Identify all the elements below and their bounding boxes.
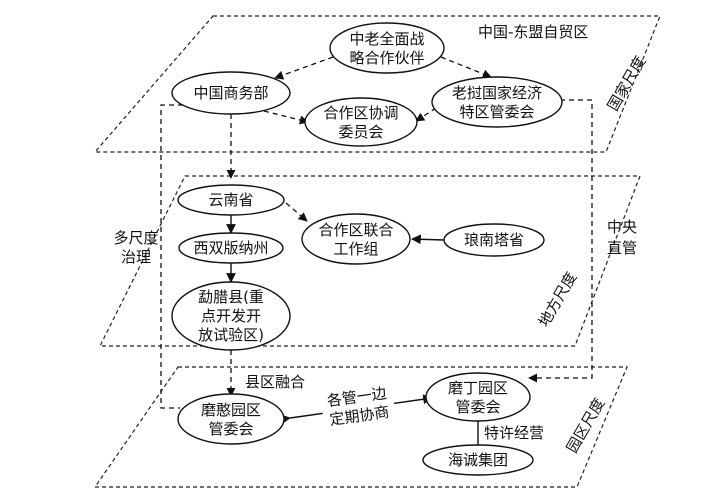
svg-text:海诚集团: 海诚集团 (448, 451, 508, 469)
svg-text:勐腊县(重: 勐腊县(重 (198, 288, 264, 306)
yunnan-to-joint-group-arrow (285, 202, 308, 222)
park-scale-plane (93, 366, 628, 488)
multiscale-governance-label: 多尺度 (113, 229, 158, 247)
franchise-label: 特许经营 (484, 424, 544, 442)
partnership-node: 中老全面战 略合作伙伴 (329, 22, 445, 74)
svg-text:磨丁园区: 磨丁园区 (448, 379, 508, 397)
luang-namtha-node: 琅南塔省 (443, 223, 545, 257)
svg-text:磨憨园区: 磨憨园区 (201, 401, 261, 419)
coop-committee-node: 合作区协调 委员会 (304, 97, 418, 147)
svg-text:委员会: 委员会 (338, 123, 383, 141)
svg-text:点开发开: 点开发开 (201, 307, 261, 325)
mohan-node: 磨憨园区 管委会 (177, 393, 285, 445)
laos-zone-node: 老挝国家经济 特区管委会 (431, 76, 563, 128)
mofcom-to-coop-committee-arrow (263, 110, 309, 125)
haicheng-node: 海诚集团 (422, 444, 534, 476)
partnership-to-mofcom-arrow (274, 56, 334, 80)
svg-text:琅南塔省: 琅南塔省 (464, 231, 524, 249)
svg-text:中国商务部: 中国商务部 (193, 84, 268, 102)
svg-text:放试验区): 放试验区) (198, 326, 264, 344)
partnership-to-laos-zone-arrow (440, 56, 492, 79)
county-merge-label: 县区融合 (245, 373, 305, 391)
joint-group-node: 合作区联合 工作组 (301, 213, 411, 265)
central-direct-label-line2: 直管 (607, 239, 637, 257)
svg-text:合作区联合: 合作区联合 (318, 221, 393, 239)
park-scale-label: 园区尺度 (563, 395, 609, 456)
luang-namtha-to-joint-group-arrow (411, 234, 445, 245)
negotiation-label: 各管一边 定期协商 (319, 380, 397, 430)
central-direct-management-arrow (528, 99, 593, 383)
xishuangbanna-node: 西双版纳州 (178, 232, 284, 264)
svg-text:中老全面战: 中老全面战 (349, 30, 424, 48)
svg-text:管委会: 管委会 (455, 398, 500, 416)
multiscale-bracket-line (160, 104, 192, 409)
national-plane-title: 中国-东盟自贸区 (478, 23, 588, 41)
svg-text:合作区协调: 合作区协调 (323, 104, 398, 122)
central-direct-label: 中央 (607, 218, 637, 236)
yunnan-node: 云南省 (177, 184, 285, 216)
svg-text:特区管委会: 特区管委会 (459, 103, 534, 121)
laos-zone-to-coop-committee-arrow (415, 107, 437, 122)
multiscale-governance-label-line2: 治理 (121, 248, 151, 266)
national-scale-plane (93, 15, 661, 153)
svg-text:老挝国家经济: 老挝国家经济 (452, 84, 542, 102)
svg-text:工作组: 工作组 (333, 240, 378, 258)
boten-node: 磨丁园区 管委会 (425, 372, 531, 422)
svg-text:管委会: 管委会 (208, 420, 253, 438)
local-scale-plane (99, 175, 641, 347)
national-scale-label: 国家尺度 (604, 53, 650, 114)
svg-text:略合作伙伴: 略合作伙伴 (349, 49, 424, 67)
mofcom-node: 中国商务部 (171, 71, 291, 115)
mengla-node: 勐腊县(重 点开发开 放试验区) (171, 281, 291, 351)
svg-text:西双版纳州: 西双版纳州 (193, 239, 268, 257)
local-scale-label: 地方尺度 (535, 269, 581, 330)
svg-text:云南省: 云南省 (208, 191, 253, 209)
